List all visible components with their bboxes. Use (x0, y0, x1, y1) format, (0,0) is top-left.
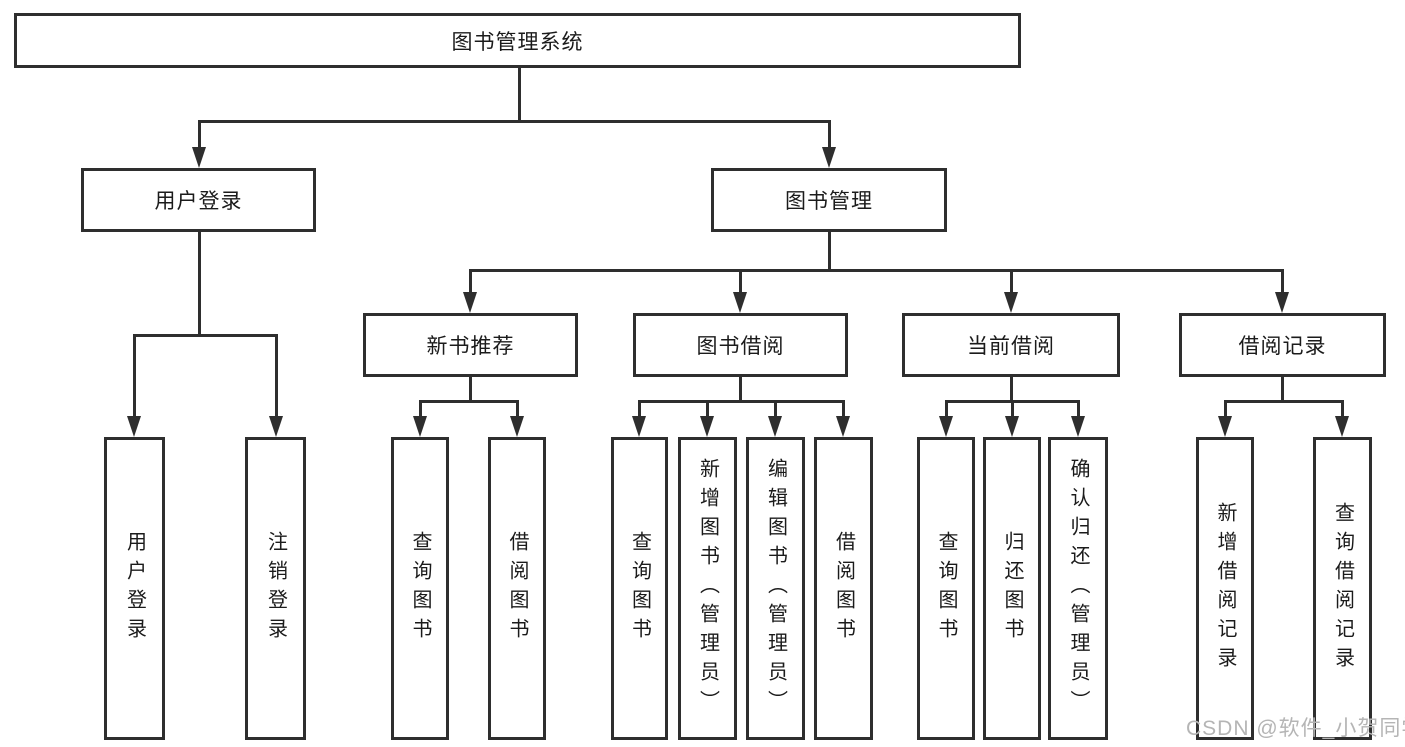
arrowhead-down-icon (269, 416, 283, 437)
node-new-book-recommend: 新书推荐 (363, 313, 578, 377)
leaf-logout: 注销登录 (245, 437, 306, 740)
node-current-borrowing: 当前借阅 (902, 313, 1120, 377)
connector-drop (516, 400, 519, 418)
connector-records-stem (1281, 377, 1284, 402)
connector-book-mgmt-bar (469, 269, 1283, 272)
leaf-query-books-current: 查询图书 (917, 437, 975, 740)
connector-drop (1077, 400, 1080, 418)
leaf-confirm-return-admin: 确认归还（管理员） (1048, 437, 1108, 740)
leaf-query-books-borrowing: 查询图书 (611, 437, 668, 740)
connector-drop (739, 269, 742, 295)
leaf-user-login: 用户登录 (104, 437, 165, 740)
connector-recommend-bar (419, 400, 519, 403)
connector-drop (198, 120, 201, 149)
connector-book-mgmt-stem (828, 232, 831, 272)
arrowhead-down-icon (836, 416, 850, 437)
connector-drop (133, 334, 136, 418)
arrowhead-down-icon (768, 416, 782, 437)
leaf-return-books: 归还图书 (983, 437, 1041, 740)
arrowhead-down-icon (632, 416, 646, 437)
connector-current-stem (1010, 377, 1013, 402)
node-book-management: 图书管理 (711, 168, 947, 232)
connector-drop (1341, 400, 1344, 418)
node-book-borrowing: 图书借阅 (633, 313, 848, 377)
node-borrowing-records: 借阅记录 (1179, 313, 1386, 377)
arrowhead-down-icon (822, 147, 836, 168)
leaf-edit-book-admin: 编辑图书（管理员） (746, 437, 805, 740)
arrowhead-down-icon (192, 147, 206, 168)
arrowhead-down-icon (1335, 416, 1349, 437)
connector-drop (945, 400, 948, 418)
leaf-borrow-books-recommend: 借阅图书 (488, 437, 546, 740)
connector-recommend-stem (469, 377, 472, 402)
arrowhead-down-icon (510, 416, 524, 437)
connector-drop (469, 269, 472, 295)
connector-drop (638, 400, 641, 418)
connector-drop (706, 400, 709, 418)
leaf-add-book-admin: 新增图书（管理员） (678, 437, 737, 740)
arrowhead-down-icon (1004, 292, 1018, 313)
connector-drop (1010, 269, 1013, 295)
leaf-borrow-books-borrowing: 借阅图书 (814, 437, 873, 740)
connector-user-login-bar (133, 334, 278, 337)
arrowhead-down-icon (1005, 416, 1019, 437)
connector-drop (275, 334, 278, 418)
node-library-system: 图书管理系统 (14, 13, 1021, 68)
connector-drop (842, 400, 845, 418)
connector-drop (419, 400, 422, 418)
leaf-query-borrow-record: 查询借阅记录 (1313, 437, 1372, 740)
arrowhead-down-icon (700, 416, 714, 437)
csdn-watermark: CSDN @软件_小贺同学 (1186, 717, 1405, 740)
arrowhead-down-icon (127, 416, 141, 437)
arrowhead-down-icon (1218, 416, 1232, 437)
leaf-query-books-recommend: 查询图书 (391, 437, 449, 740)
connector-drop (1011, 400, 1014, 418)
connector-records-bar (1224, 400, 1344, 403)
arrowhead-down-icon (939, 416, 953, 437)
connector-root-bar (198, 120, 830, 123)
connector-borrowing-bar (638, 400, 845, 403)
connector-root-stem (518, 68, 521, 121)
leaf-add-borrow-record: 新增借阅记录 (1196, 437, 1254, 740)
connector-drop (774, 400, 777, 418)
connector-drop (1224, 400, 1227, 418)
arrowhead-down-icon (463, 292, 477, 313)
connector-drop (1281, 269, 1284, 295)
node-user-login: 用户登录 (81, 168, 316, 232)
connector-borrowing-stem (739, 377, 742, 402)
arrowhead-down-icon (733, 292, 747, 313)
arrowhead-down-icon (413, 416, 427, 437)
arrowhead-down-icon (1071, 416, 1085, 437)
connector-drop (828, 120, 831, 149)
arrowhead-down-icon (1275, 292, 1289, 313)
connector-user-login-stem (198, 232, 201, 336)
